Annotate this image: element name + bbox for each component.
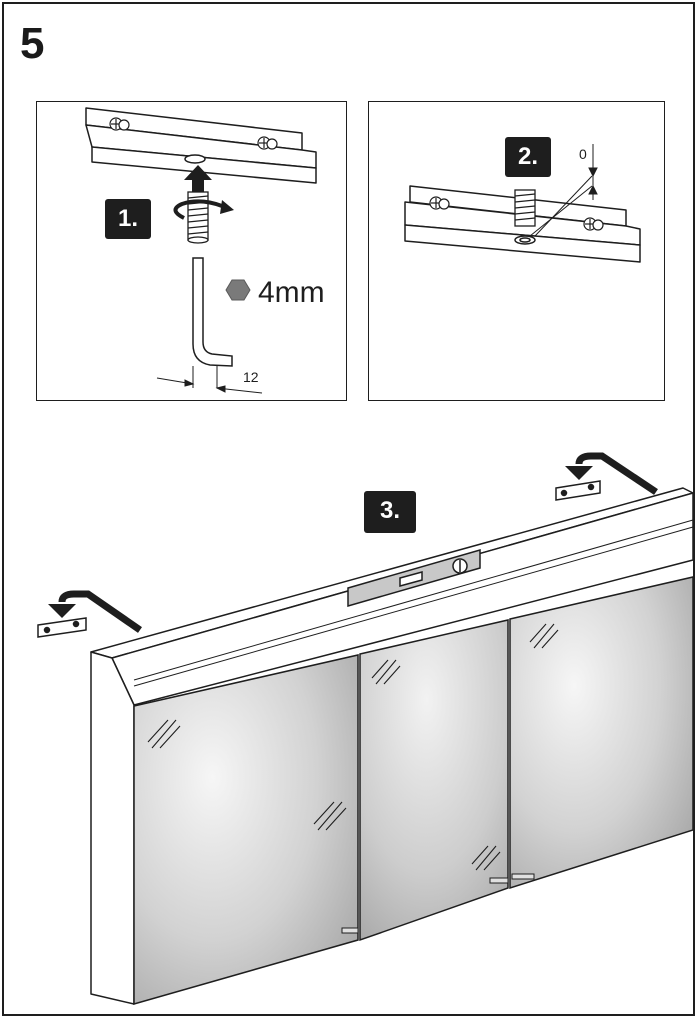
panel2-screw-heads [429, 196, 604, 231]
hex-key [192, 257, 233, 367]
cabinet-door-middle [359, 619, 509, 942]
cabinet-door-left [133, 654, 359, 1005]
spirit-level [347, 549, 481, 607]
hang-arrow-left-icon [48, 590, 142, 633]
threaded-bolt-2 [514, 189, 536, 227]
dimension-12-label: 12 [243, 369, 259, 385]
cabinet-door-right [509, 576, 694, 890]
glass-glare-marks [147, 623, 559, 871]
hang-arrow-right-icon [565, 452, 658, 495]
step-badge-1: 1. [105, 199, 151, 239]
rotate-arrow-icon [173, 199, 223, 220]
door-handles [341, 873, 535, 934]
dimension-0-lines [529, 144, 598, 237]
panel1-bracket [85, 107, 317, 184]
hex-key-size-icon [225, 279, 251, 301]
wall-bracket-left [37, 617, 87, 638]
hex-key-size-label: 4mm [258, 276, 325, 309]
step-badge-2: 2. [505, 137, 551, 177]
panel1-screw-heads [109, 117, 278, 150]
dimension-12-lines [156, 366, 263, 394]
step-number: 5 [20, 19, 45, 68]
arrow-up-icon [184, 165, 212, 192]
dimension-0-label: 0 [579, 146, 587, 162]
threaded-bolt [187, 191, 209, 244]
step-badge-3: 3. [364, 491, 416, 533]
wall-bracket-right [555, 480, 601, 501]
light-bar-lines [133, 519, 694, 687]
cabinet-body [90, 487, 694, 1005]
rotate-arrow-head [220, 200, 234, 214]
